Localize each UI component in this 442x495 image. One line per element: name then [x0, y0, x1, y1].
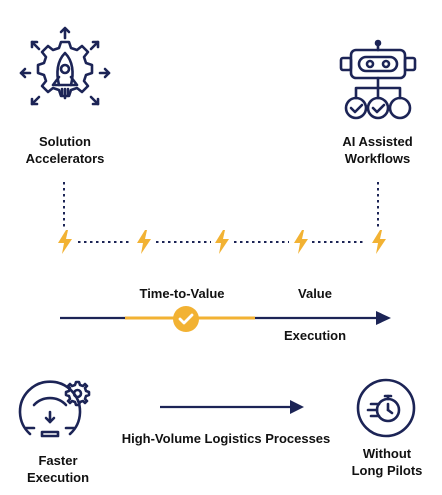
time-to-value-label: Time-to-Value — [139, 286, 225, 301]
solution-accelerators-label: Solution Accelerators — [25, 134, 105, 166]
lightning-bolt-icon — [58, 230, 72, 254]
lightning-bolt-icon — [372, 230, 386, 254]
ai-assisted-workflows-label: AI Assisted Workflows — [342, 134, 413, 166]
faster-execution-label: Faster Execution — [26, 453, 90, 485]
timeline-connector — [63, 182, 379, 243]
speedometer-gear-icon — [18, 380, 91, 438]
no-pilot-clock-icon — [356, 378, 416, 438]
lightning-bolt-icon — [137, 230, 151, 254]
high-volume-processes-label: High-Volume Logistics Processes — [121, 431, 331, 446]
lightning-bolt-icon — [294, 230, 308, 254]
rocket-gear-icon — [19, 26, 111, 106]
without-long-pilots-label: Without Long Pilots — [351, 446, 423, 478]
execution-axis-arrow — [60, 311, 391, 325]
value-label: Value — [298, 286, 332, 301]
robot-workflow-icon — [339, 39, 417, 120]
lightning-bolt-icon — [215, 230, 229, 254]
check-circle-icon — [173, 306, 199, 332]
processes-arrow — [160, 400, 304, 414]
execution-label: Execution — [283, 328, 347, 343]
